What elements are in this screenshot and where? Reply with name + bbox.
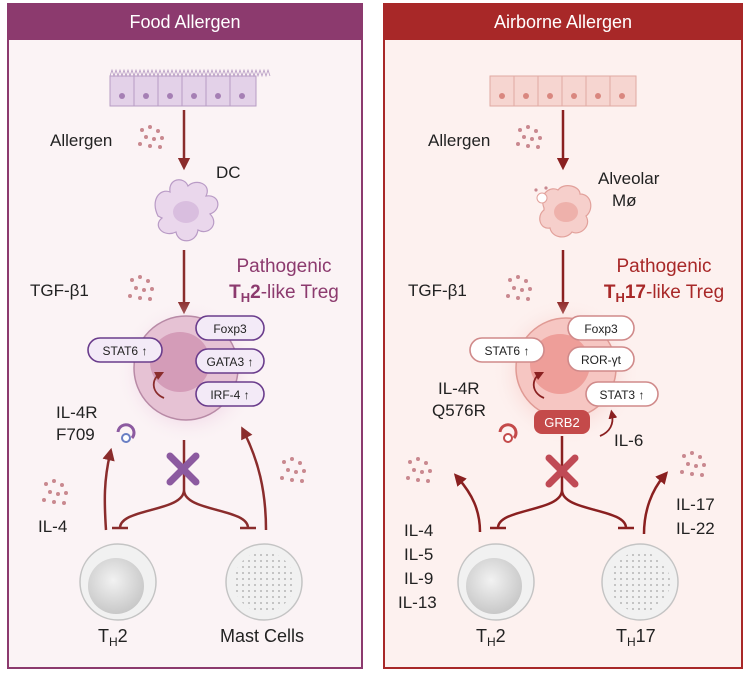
right-stat6-label: STAT6 ↑ (485, 344, 530, 358)
gata3-pill (195, 348, 265, 374)
left-arrow-il4-up (102, 447, 115, 531)
il6-curve-arrow (599, 409, 618, 437)
left-arrow-mast-up (241, 426, 268, 531)
right-th17-particles-icon (680, 451, 706, 477)
left-th2-label: TH2 (98, 626, 128, 649)
right-foxp3-pill (567, 315, 635, 341)
left-panel-header (8, 4, 362, 40)
left-treg-label: TH2-like Treg (229, 282, 339, 305)
right-treg-label: TH17-like Treg (604, 282, 724, 305)
left-panel-title: Food Allergen (129, 12, 240, 32)
stat6-label: STAT6 ↑ (103, 344, 148, 358)
cytokine-il4: IL-4 (404, 521, 433, 540)
alveolar-label-line1: Alveolar (598, 169, 660, 188)
left-tgf-label: TGF-β1 (30, 281, 89, 300)
left-il4r-line1: IL-4R (56, 403, 98, 422)
left-th2-nucleus (88, 558, 144, 614)
right-il4r-line1: IL-4R (438, 379, 480, 398)
right-signal-curve-arrow (532, 371, 545, 399)
right-arrow-th17-up (642, 471, 669, 535)
left-panel: Food Allergen Allergen DC (7, 3, 363, 669)
left-pathogenic-label: Pathogenic (236, 256, 331, 277)
left-il4-particles-icon (42, 479, 68, 505)
irf4-pill (195, 381, 265, 407)
left-signal-curve-arrow (152, 371, 165, 399)
right-il4r-receptor-icon (498, 423, 518, 443)
left-mast-particles-icon (280, 457, 306, 483)
left-il4r-receptor-icon (116, 423, 136, 443)
right-th2-particles-icon (406, 457, 432, 483)
left-allergen-label: Allergen (50, 131, 112, 150)
dendritic-cell-icon (154, 179, 219, 242)
right-th2-nucleus (466, 558, 522, 614)
right-foxp3-label: Foxp3 (584, 322, 618, 336)
grb2-box (534, 410, 590, 434)
alveolar-label-line2: Mø (612, 191, 637, 210)
right-allergen-label: Allergen (428, 131, 490, 150)
right-tgf-label: TGF-β1 (408, 281, 467, 300)
right-cytokine-list-right: IL-17 IL-22 (676, 495, 715, 538)
dc-label: DC (216, 163, 241, 182)
stat6-pill (87, 337, 163, 363)
irf4-label: IRF-4 ↑ (210, 388, 249, 402)
right-pathogenic-label: Pathogenic (616, 256, 711, 277)
right-panel-header (384, 4, 742, 40)
mast-cells-label: Mast Cells (220, 626, 304, 646)
ror-pill (567, 346, 635, 372)
th17-cell-granules (610, 552, 670, 612)
right-il4r-line2: Q576R (432, 401, 486, 420)
right-panel: Airborne Allergen Allergen Alveolar Mø (383, 3, 743, 669)
foxp3-label: Foxp3 (213, 322, 247, 336)
cytokine-il13: IL-13 (398, 593, 437, 612)
gata3-label: GATA3 ↑ (207, 355, 254, 369)
right-allergen-particles-icon (516, 125, 542, 149)
left-allergen-particles-icon (138, 125, 164, 149)
foxp3-pill (195, 315, 265, 341)
ror-label: ROR-γt (581, 353, 622, 367)
right-stat6-pill (469, 337, 545, 363)
cytokine-il17: IL-17 (676, 495, 715, 514)
grb2-label: GRB2 (544, 415, 579, 430)
epithelium-icon (109, 68, 271, 107)
stat3-label: STAT3 ↑ (600, 388, 645, 402)
airway-epithelium-icon (489, 75, 637, 107)
alveolar-macrophage-icon (534, 185, 592, 238)
stat3-pill (585, 381, 659, 407)
right-th2-label: TH2 (476, 626, 506, 649)
left-tgf-particles-icon (128, 275, 154, 301)
left-treg-nucleus (150, 332, 210, 392)
cytokine-il9: IL-9 (404, 569, 433, 588)
right-cytokine-list-left: IL-4 IL-5 IL-9 IL-13 (398, 521, 437, 612)
left-block-x-icon (166, 452, 200, 486)
right-block-x-icon (545, 454, 579, 488)
right-tgf-particles-icon (506, 275, 532, 301)
il6-label: IL-6 (614, 431, 643, 450)
cytokine-il22: IL-22 (676, 519, 715, 538)
right-panel-title: Airborne Allergen (494, 12, 632, 32)
mast-cell-granules (234, 552, 294, 612)
right-arrow-th2-up (453, 473, 482, 533)
left-il4-label: IL-4 (38, 517, 67, 536)
th17-label: TH17 (616, 626, 656, 649)
cytokine-il5: IL-5 (404, 545, 433, 564)
left-il4r-line2: F709 (56, 425, 95, 444)
